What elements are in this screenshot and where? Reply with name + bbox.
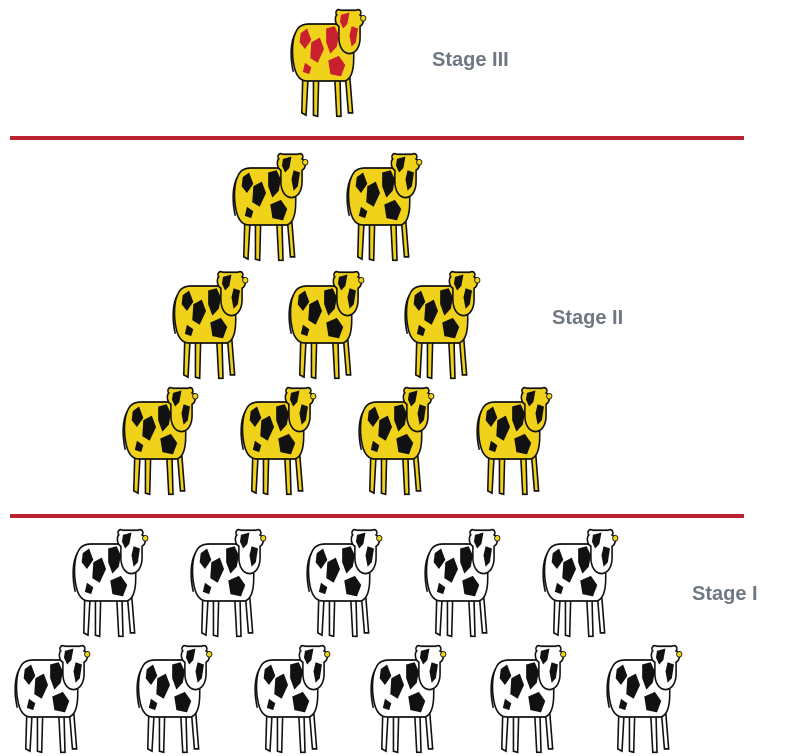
stage-ii-label: Stage II	[552, 307, 623, 329]
cow-icon	[307, 530, 382, 637]
cow-icon	[191, 530, 266, 637]
cow-icon	[543, 530, 618, 637]
cow-icon	[291, 10, 366, 117]
cow-icon	[607, 646, 682, 753]
cow-icon	[15, 646, 90, 753]
cow-icon	[173, 272, 248, 379]
cow-icon	[405, 272, 480, 379]
cow-icon	[123, 388, 198, 495]
cow-icon	[137, 646, 212, 753]
stage-iii-label: Stage III	[432, 49, 509, 71]
stage-ii-group	[123, 154, 552, 495]
stage-i-group	[15, 530, 682, 753]
cow-icon	[73, 530, 148, 637]
cow-icon	[371, 646, 446, 753]
cow-icon	[425, 530, 500, 637]
cow-icon	[233, 154, 308, 261]
cow-icon	[347, 154, 422, 261]
cow-icon	[241, 388, 316, 495]
cow-icon	[255, 646, 330, 753]
cow-icon	[359, 388, 434, 495]
cow-icon	[491, 646, 566, 753]
cow-icon	[477, 388, 552, 495]
stage-i-label: Stage I	[692, 583, 758, 605]
cow-icon	[289, 272, 364, 379]
stage-iii-group	[291, 10, 366, 117]
